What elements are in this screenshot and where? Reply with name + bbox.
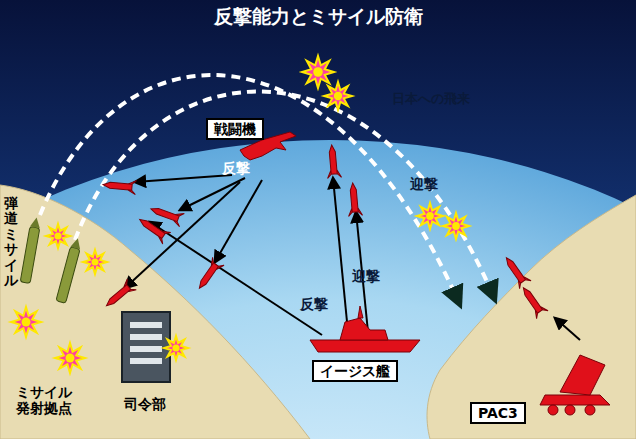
explosion [164, 336, 188, 360]
site-label: ミサイル 発射拠点 [12, 384, 76, 416]
arrow [150, 222, 322, 335]
explosion [46, 224, 70, 248]
explosion-core [452, 222, 460, 230]
explosion-core [54, 232, 61, 239]
missile [501, 254, 531, 289]
vertical-label: 弾道ミサイル [4, 196, 18, 288]
explosion-core [334, 92, 342, 100]
box-text: イージス艦 [320, 363, 390, 379]
pac3-launcher [540, 355, 610, 415]
intercept-label: 迎撃 [410, 176, 438, 192]
missile [518, 284, 548, 319]
trajectory [40, 75, 460, 305]
missile [102, 178, 136, 195]
explosion-core [426, 212, 434, 220]
earth [0, 140, 636, 439]
trajectory [75, 91, 495, 300]
explosion [55, 343, 85, 373]
arrow [333, 178, 348, 332]
explosion-core [22, 318, 31, 327]
effects [11, 56, 548, 373]
arrow [125, 182, 240, 288]
arrow [555, 318, 580, 340]
arrow [180, 178, 245, 210]
title: 反撃能力とミサイル防衛 [0, 6, 636, 28]
intercept-label: 迎撃 [352, 268, 380, 284]
counterattack-label: 反撃 [222, 160, 250, 176]
explosion [302, 56, 334, 88]
explosion [83, 250, 107, 274]
label-box: イージス艦 [312, 360, 398, 382]
command-building [122, 312, 170, 382]
missile [325, 144, 342, 178]
hq-label: 司令部 [124, 396, 166, 412]
label-box: PAC3 [470, 402, 526, 424]
explosion [11, 307, 41, 337]
missile [346, 182, 363, 216]
explosion [324, 82, 352, 110]
label-box: 戦闘機 [206, 118, 264, 140]
box-text: PAC3 [478, 405, 518, 421]
explosion-core [91, 258, 98, 265]
explosion-core [172, 344, 179, 351]
missile [194, 257, 224, 292]
aegis-ship [310, 306, 420, 352]
explosion [443, 213, 469, 239]
missile [149, 202, 185, 226]
explosion-core [313, 67, 323, 77]
ballistic-missiles [20, 217, 82, 304]
explosion-core [66, 354, 75, 363]
right-land [427, 195, 636, 439]
arrows [125, 175, 580, 340]
trajectories [40, 75, 495, 305]
arrow [215, 180, 262, 262]
arrow [135, 175, 232, 182]
note: 日本への飛来 [392, 92, 470, 107]
box-text: 戦闘機 [214, 121, 256, 137]
counterattack-label: 反撃 [300, 296, 328, 312]
missile [136, 214, 171, 244]
missile [102, 279, 136, 311]
explosion [417, 203, 443, 229]
left-land [0, 185, 310, 439]
